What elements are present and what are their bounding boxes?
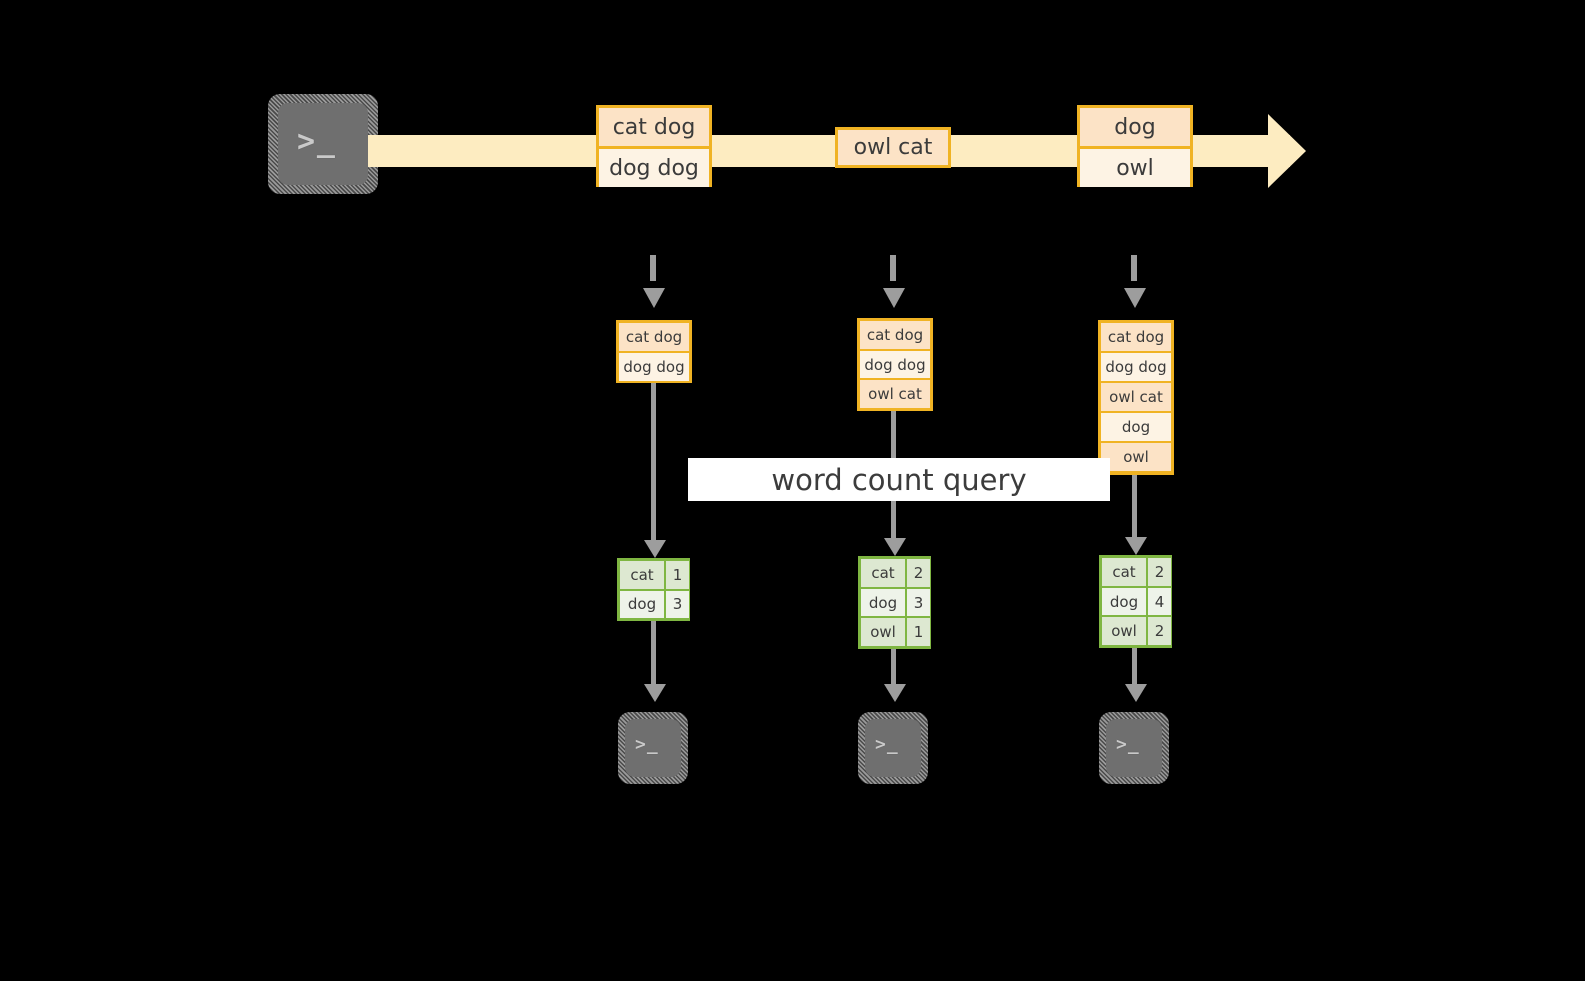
query-label: word count query bbox=[771, 462, 1027, 497]
stream-record-line: cat dog bbox=[599, 108, 709, 146]
table-row: cat 2 bbox=[861, 559, 930, 587]
snapshot-3-sink-arrowhead bbox=[1125, 684, 1147, 702]
snapshot-1-input-line: dog dog bbox=[619, 353, 689, 381]
result-count: 4 bbox=[1148, 587, 1171, 616]
stream-record-line: owl cat bbox=[838, 130, 948, 165]
terminal-body bbox=[278, 103, 368, 185]
snapshot-3-query-line bbox=[1132, 475, 1137, 545]
result-word: cat bbox=[861, 559, 905, 587]
snapshot-2-tap-dash bbox=[890, 255, 896, 281]
table-row: owl 2 bbox=[1102, 617, 1171, 646]
snapshot-3-sink-terminal-icon: >_ bbox=[1099, 712, 1169, 784]
snapshot-1-query-arrowhead bbox=[644, 540, 666, 558]
terminal-prompt-glyph: >_ bbox=[1116, 734, 1140, 755]
snapshot-3-input-line: owl cat bbox=[1101, 383, 1171, 411]
stream-record-2: owl cat bbox=[835, 127, 951, 168]
terminal-body bbox=[865, 719, 921, 777]
table-row: dog 4 bbox=[1102, 587, 1171, 616]
table-row: cat 2 bbox=[1102, 558, 1171, 586]
stream-record-line: dog bbox=[1080, 108, 1190, 146]
terminal-prompt-glyph: >_ bbox=[297, 124, 337, 159]
snapshot-2-tap-arrowhead bbox=[883, 288, 905, 308]
snapshot-2-input-table: cat dog dog dog owl cat bbox=[857, 318, 933, 411]
table-row: dog 3 bbox=[620, 590, 689, 618]
snapshot-1-tap-dash bbox=[650, 255, 656, 281]
snapshot-3-input-line: dog dog bbox=[1101, 353, 1171, 381]
source-terminal-icon: >_ bbox=[268, 94, 378, 194]
snapshot-3-result-table: cat 2 dog 4 owl 2 bbox=[1099, 555, 1172, 648]
snapshot-3-input-line: cat dog bbox=[1101, 323, 1171, 351]
result-word: dog bbox=[620, 590, 664, 618]
snapshot-1-tap-arrowhead bbox=[643, 288, 665, 308]
result-word: dog bbox=[861, 588, 905, 617]
snapshot-2-query-arrowhead bbox=[884, 538, 906, 556]
result-count: 2 bbox=[1148, 617, 1171, 646]
snapshot-2-input-line: dog dog bbox=[860, 351, 930, 378]
result-word: owl bbox=[861, 618, 905, 647]
result-count: 2 bbox=[1148, 558, 1171, 586]
snapshot-3-input-line: dog bbox=[1101, 413, 1171, 441]
stream-record-line: dog dog bbox=[599, 149, 709, 187]
terminal-body bbox=[625, 719, 681, 777]
stream-record-1: cat dog dog dog bbox=[596, 105, 712, 187]
table-row: cat 1 bbox=[620, 561, 689, 589]
result-word: cat bbox=[620, 561, 664, 589]
snapshot-3-input-table: cat dog dog dog owl cat dog owl bbox=[1098, 320, 1174, 475]
result-word: cat bbox=[1102, 558, 1146, 586]
snapshot-3-tap-dash bbox=[1131, 255, 1137, 281]
snapshot-3-sink-line bbox=[1132, 648, 1137, 689]
snapshot-2-result-table: cat 2 dog 3 owl 1 bbox=[858, 556, 931, 649]
terminal-body bbox=[1106, 719, 1162, 777]
snapshot-2-input-line: cat dog bbox=[860, 321, 930, 349]
snapshot-2-sink-line bbox=[891, 649, 896, 689]
table-row: owl 1 bbox=[861, 618, 930, 647]
snapshot-1-input-table: cat dog dog dog bbox=[616, 320, 692, 383]
snapshot-1-sink-arrowhead bbox=[644, 684, 666, 702]
terminal-prompt-glyph: >_ bbox=[635, 734, 659, 755]
result-word: owl bbox=[1102, 617, 1146, 646]
query-label-band: word count query bbox=[688, 458, 1110, 501]
result-count: 1 bbox=[666, 561, 689, 589]
snapshot-1-sink-line bbox=[651, 621, 656, 689]
snapshot-1-result-table: cat 1 dog 3 bbox=[617, 558, 690, 621]
stream-record-3: dog owl bbox=[1077, 105, 1193, 187]
result-count: 1 bbox=[907, 618, 930, 647]
result-count: 3 bbox=[907, 588, 930, 617]
snapshot-1-sink-terminal-icon: >_ bbox=[618, 712, 688, 784]
snapshot-1-input-line: cat dog bbox=[619, 323, 689, 351]
snapshot-2-input-line: owl cat bbox=[860, 380, 930, 408]
table-row: dog 3 bbox=[861, 588, 930, 617]
result-count: 2 bbox=[907, 559, 930, 587]
snapshot-2-sink-terminal-icon: >_ bbox=[858, 712, 928, 784]
snapshot-3-query-arrowhead bbox=[1125, 537, 1147, 555]
stream-record-line: owl bbox=[1080, 149, 1190, 187]
terminal-prompt-glyph: >_ bbox=[875, 734, 899, 755]
snapshot-2-sink-arrowhead bbox=[884, 684, 906, 702]
stream-arrow-head bbox=[1268, 114, 1306, 188]
snapshot-3-tap-arrowhead bbox=[1124, 288, 1146, 308]
result-count: 3 bbox=[666, 590, 689, 618]
snapshot-3-input-line: owl bbox=[1101, 443, 1171, 471]
result-word: dog bbox=[1102, 587, 1146, 616]
snapshot-1-query-line bbox=[651, 383, 656, 548]
